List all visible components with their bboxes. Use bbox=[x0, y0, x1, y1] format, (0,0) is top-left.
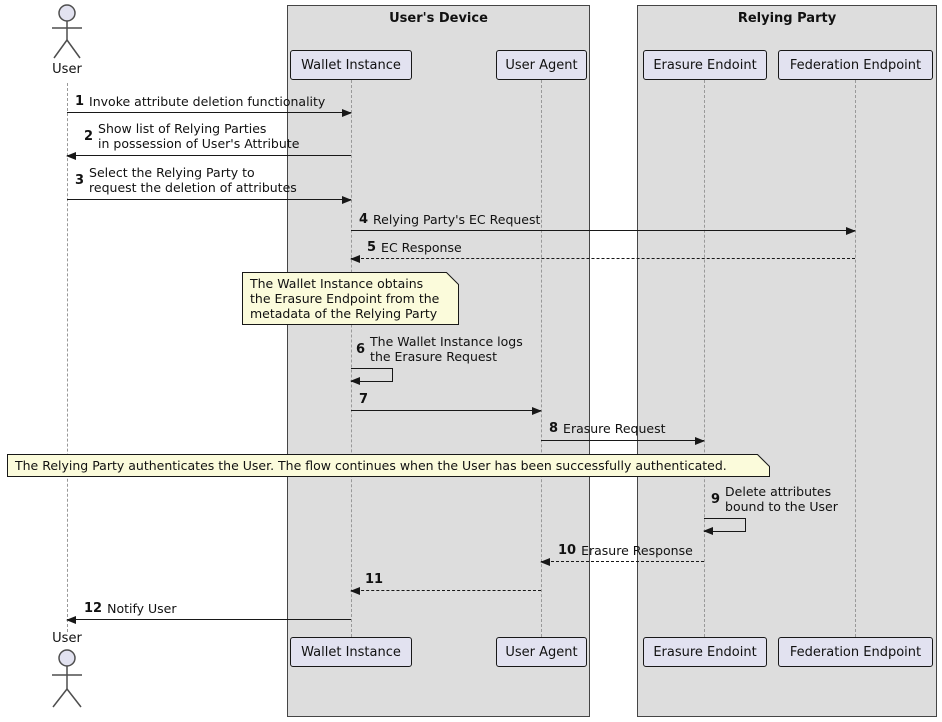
message-6-label: 6 The Wallet Instance logs the Erasure R… bbox=[356, 334, 523, 364]
message-3-label: 3 Select the Relying Party to request th… bbox=[75, 165, 297, 195]
arrowhead-icon bbox=[540, 558, 550, 566]
participant-wallet-instance-bottom: Wallet Instance bbox=[290, 637, 412, 667]
participant-label: Federation Endpoint bbox=[789, 644, 922, 660]
message-11-label: 11 bbox=[365, 572, 384, 587]
lifeline-wallet-instance bbox=[351, 80, 352, 637]
participant-label: Erasure Endoint bbox=[653, 57, 757, 73]
participant-wallet-instance-top: Wallet Instance bbox=[290, 50, 412, 80]
arrowhead-icon bbox=[695, 437, 705, 445]
message-8-label: 8 Erasure Request bbox=[549, 421, 666, 436]
arrowhead-icon bbox=[342, 196, 352, 204]
lifeline-user-agent bbox=[541, 80, 542, 637]
note-erasure-endpoint-metadata: The Wallet Instance obtains the Erasure … bbox=[242, 272, 459, 325]
participant-label: User Agent bbox=[505, 644, 578, 660]
participant-user-agent-top: User Agent bbox=[496, 50, 587, 80]
group-box-title: User's Device bbox=[389, 11, 488, 26]
arrowhead-icon bbox=[66, 152, 76, 160]
participant-label: Wallet Instance bbox=[301, 57, 401, 73]
participant-label: Federation Endpoint bbox=[789, 57, 922, 73]
actor-user-icon bbox=[52, 4, 82, 59]
message-2-arrow bbox=[66, 152, 351, 160]
lifeline-federation-endpoint bbox=[855, 80, 856, 637]
participant-label: Wallet Instance bbox=[301, 644, 401, 660]
message-3-arrow bbox=[67, 196, 352, 204]
message-5-arrow bbox=[350, 255, 855, 263]
participant-erasure-endpoint-top: Erasure Endoint bbox=[643, 50, 767, 80]
group-box-relying-party: Relying Party bbox=[637, 5, 937, 717]
message-12-arrow bbox=[66, 616, 351, 624]
arrowhead-icon bbox=[350, 587, 360, 595]
actor-user-label-bottom: User bbox=[52, 631, 82, 646]
arrowhead-icon bbox=[350, 255, 360, 263]
message-7-arrow bbox=[351, 407, 542, 415]
participant-label: User Agent bbox=[505, 57, 578, 73]
message-5-label: 5 EC Response bbox=[367, 240, 462, 255]
message-11-arrow bbox=[350, 587, 541, 595]
arrowhead-icon bbox=[703, 527, 713, 535]
actor-user-label: User bbox=[52, 62, 82, 77]
message-12-label: 12 Notify User bbox=[84, 601, 177, 616]
message-7-label: 7 bbox=[359, 392, 369, 407]
participant-user-agent-bottom: User Agent bbox=[496, 637, 587, 667]
group-box-title: Relying Party bbox=[737, 11, 837, 26]
message-9-label: 9 Delete attributes bound to the User bbox=[711, 484, 838, 514]
message-2-label: 2 Show list of Relying Parties in posses… bbox=[84, 121, 300, 151]
arrowhead-icon bbox=[66, 616, 76, 624]
message-8-arrow bbox=[541, 437, 705, 445]
note-user-authentication: The Relying Party authenticates the User… bbox=[7, 454, 770, 477]
group-box-users-device: User's Device bbox=[287, 5, 590, 717]
message-4-label: 4 Relying Party's EC Request bbox=[359, 212, 541, 227]
message-10-label: 10 Erasure Response bbox=[558, 543, 693, 558]
lifeline-user bbox=[67, 83, 68, 632]
lifeline-erasure-endpoint bbox=[704, 80, 705, 637]
message-6-self-arrow bbox=[350, 368, 393, 385]
message-4-arrow bbox=[351, 227, 856, 235]
message-1-arrow bbox=[67, 109, 352, 117]
participant-label: Erasure Endoint bbox=[653, 644, 757, 660]
participant-federation-endpoint-bottom: Federation Endpoint bbox=[778, 637, 933, 667]
participant-erasure-endpoint-bottom: Erasure Endoint bbox=[643, 637, 767, 667]
arrowhead-icon bbox=[350, 377, 360, 385]
arrowhead-icon bbox=[342, 109, 352, 117]
actor-user-icon-bottom bbox=[52, 649, 82, 708]
note-fold-icon bbox=[757, 454, 770, 467]
message-9-self-arrow bbox=[703, 518, 746, 535]
message-1-label: 1 Invoke attribute deletion functionalit… bbox=[75, 94, 326, 109]
arrowhead-icon bbox=[532, 407, 542, 415]
message-10-arrow bbox=[540, 558, 704, 566]
participant-federation-endpoint-top: Federation Endpoint bbox=[778, 50, 933, 80]
arrowhead-icon bbox=[846, 227, 856, 235]
note-fold-icon bbox=[446, 272, 459, 285]
